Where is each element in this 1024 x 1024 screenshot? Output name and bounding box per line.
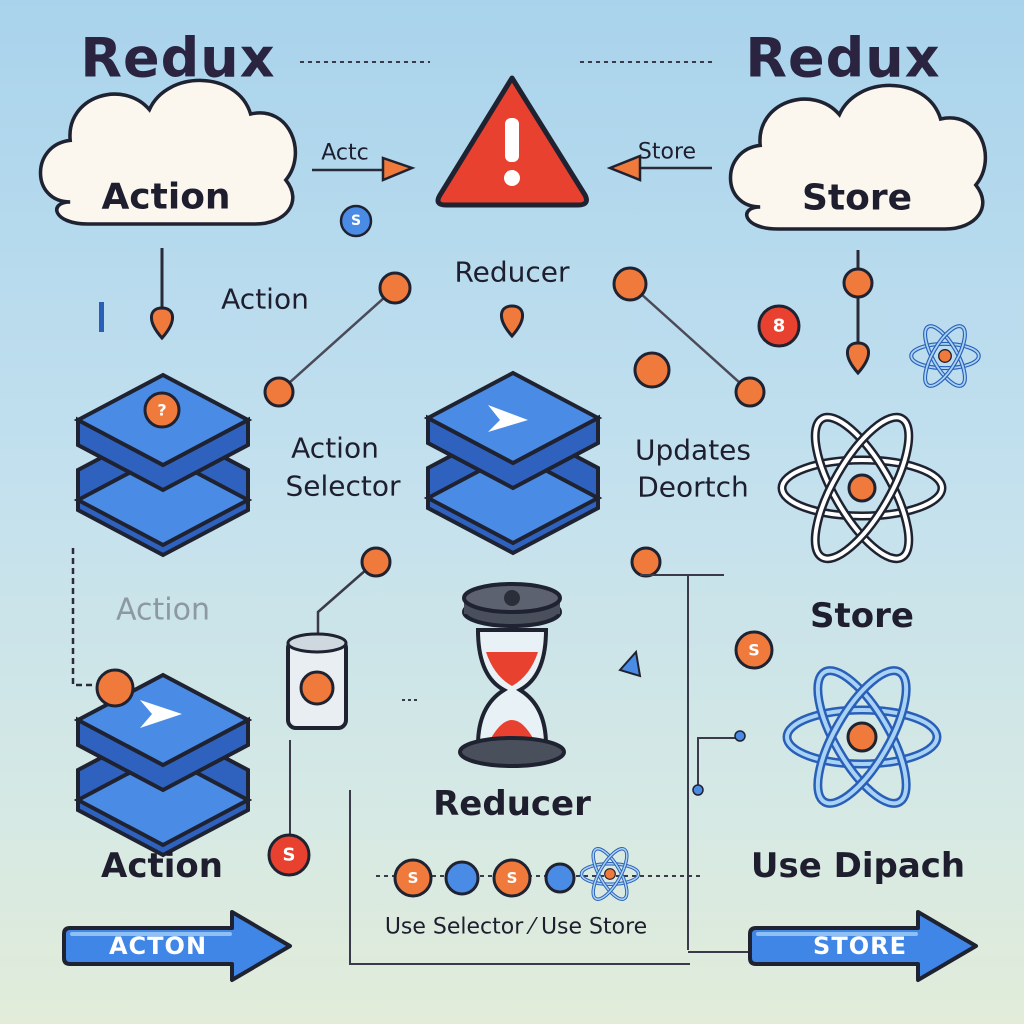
small-blue-node	[339, 204, 373, 238]
node-bottom-2	[444, 860, 480, 896]
diag-line-left	[278, 287, 396, 393]
pin-action-down	[149, 306, 175, 340]
node-diag-right-top	[612, 266, 648, 302]
node-glyph-1: S	[350, 213, 362, 229]
action-faded-label: Action	[116, 592, 210, 628]
marker-bar	[99, 302, 104, 332]
node-bottom-3	[492, 858, 532, 898]
store-arrow-button-label: STORE	[813, 932, 907, 960]
arrow-store-head	[606, 154, 642, 182]
node-glyph-3: S	[748, 640, 760, 660]
node-glyph-4: 8	[772, 315, 786, 337]
updates-line2: Deortch	[637, 470, 749, 504]
node-bottom-1	[393, 858, 433, 898]
cloud-store-label: Store	[801, 177, 913, 219]
action-selector-line1: Action	[291, 431, 379, 465]
store-mid-label: Store	[810, 596, 914, 636]
use-selector-label: Use Selector ⁄ Use Store	[384, 914, 648, 940]
warning-icon	[435, 75, 589, 208]
node-left-s	[267, 833, 311, 877]
pin-store-down	[845, 341, 871, 375]
pin-reducer	[499, 304, 525, 338]
hourglass-icon	[458, 582, 566, 768]
atom-icon-blue	[787, 659, 937, 816]
connector-dispatch	[697, 737, 740, 790]
action-arrow-button-label: ACTON	[108, 932, 208, 960]
arrow-right-icon-2	[748, 910, 978, 982]
atom-icon-large	[782, 405, 942, 572]
node-stack-top-left	[143, 391, 181, 429]
node-store-8	[757, 304, 801, 348]
title-left: Redux	[80, 26, 276, 90]
node-mid-right	[633, 351, 671, 389]
small-blue-glyph	[618, 649, 642, 678]
node-store-top	[842, 267, 874, 299]
title-right: Redux	[745, 26, 941, 90]
action-upper-label: Action	[221, 282, 309, 316]
connector-right-loop	[640, 574, 689, 950]
reducer-bottom-label: Reducer	[433, 784, 591, 824]
store-arrow-button[interactable]: STORE	[748, 908, 984, 984]
node-glyph-7: S	[506, 869, 518, 887]
action-arrow-button[interactable]: ACTON	[62, 908, 298, 984]
node-small-dispatch-a	[734, 730, 746, 742]
node-bottom-4	[544, 862, 576, 894]
chevron-right-icon-2	[140, 700, 182, 728]
use-dipatch-label: Use Dipach	[750, 846, 966, 886]
node-store-s	[734, 630, 774, 670]
dashed-action-connector	[71, 548, 108, 687]
top-arrow-left-label: Actc	[321, 140, 369, 166]
top-arrow-right-label: Store	[637, 139, 697, 165]
layer-stack-center	[426, 371, 600, 555]
action-selector-line2: Selector	[285, 469, 401, 503]
atom-icon-small	[911, 321, 979, 392]
arrow-actc-head	[381, 156, 416, 182]
node-small-dispatch-b	[692, 784, 704, 796]
node-right-upper	[630, 546, 662, 578]
cloud-action-label: Action	[101, 176, 231, 218]
node-diag-left-bottom	[263, 376, 295, 408]
updates-line1: Updates	[635, 433, 751, 467]
atom-icon-tiny	[579, 842, 641, 906]
diag-line-right	[629, 283, 751, 393]
node-glyph-6: S	[407, 869, 419, 887]
reducer-top-label: Reducer	[454, 255, 570, 289]
node-diag-right-bottom	[734, 376, 766, 408]
action-bottom-label: Action	[101, 846, 223, 886]
battery-icon	[286, 546, 392, 730]
node-glyph-5: S	[282, 844, 296, 866]
arrow-right-icon	[62, 910, 292, 982]
node-action-entry	[95, 668, 135, 708]
connector-bottom-row	[349, 790, 690, 965]
chevron-right-icon	[488, 405, 528, 432]
node-glyph-2: ?	[157, 400, 167, 420]
node-diag-left-top	[378, 271, 412, 305]
